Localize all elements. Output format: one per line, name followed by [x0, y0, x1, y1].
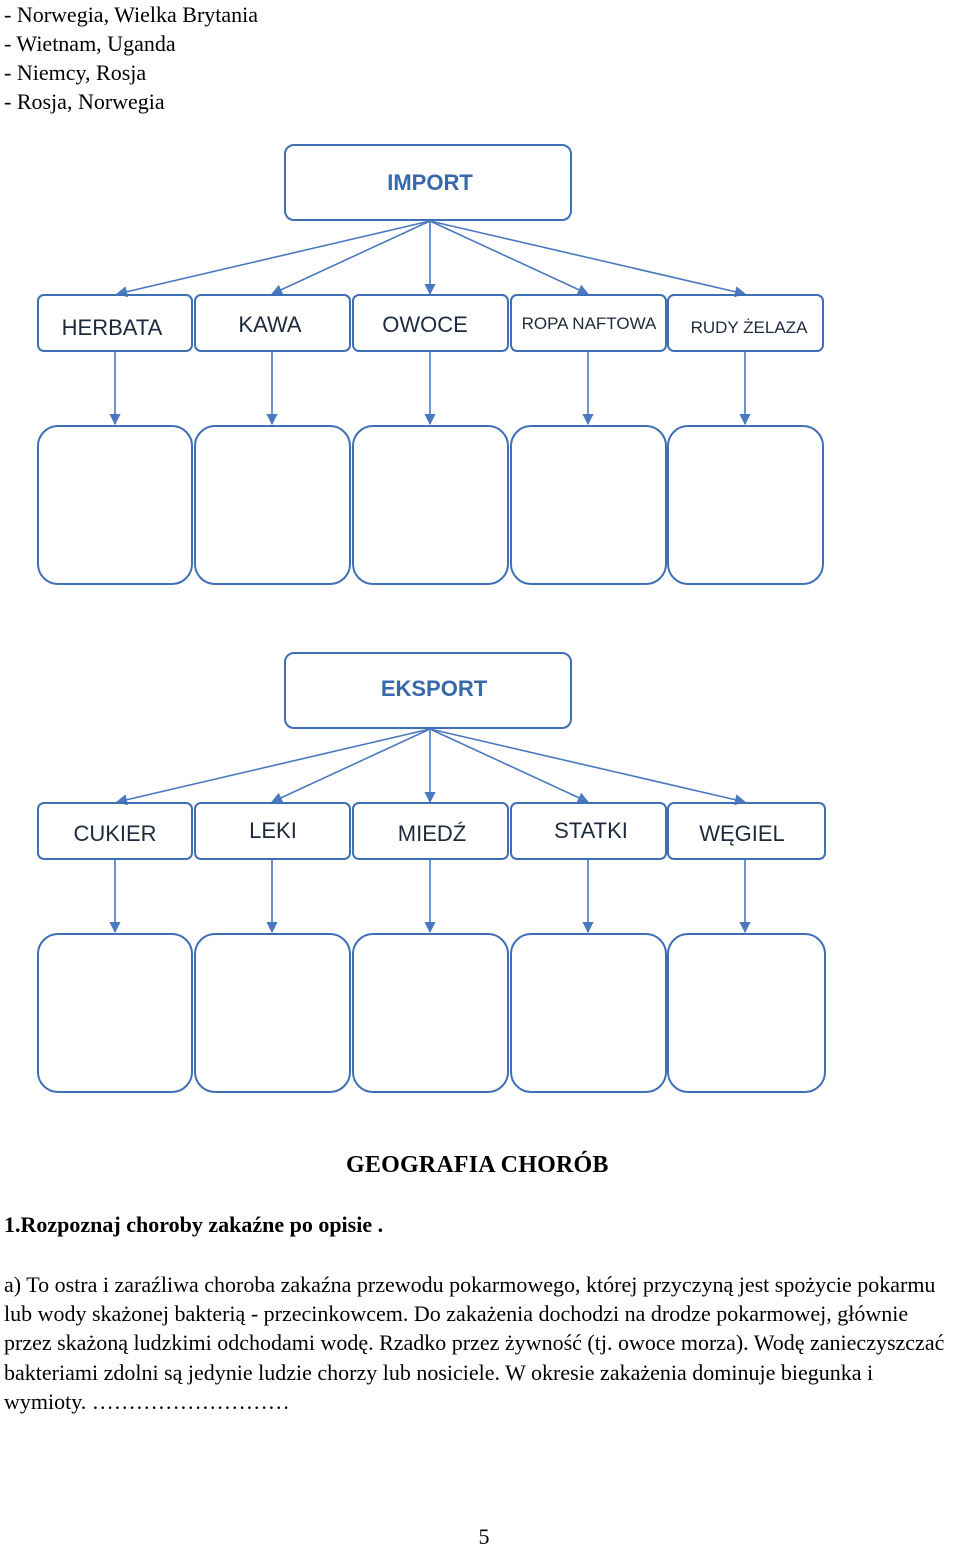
export-root-box [284, 652, 572, 729]
import-item-label: HERBATA [62, 315, 163, 340]
import-item-box [510, 294, 667, 352]
import-answer-box [510, 425, 667, 585]
trade-diagram: IMPORT HERBATA KAWA OWOCE ROPA NAFTOWA R… [37, 144, 826, 1093]
import-root-box [284, 144, 572, 221]
import-answer-box [194, 425, 351, 585]
export-tree [37, 652, 826, 1093]
country-pairs-list: - Norwegia, Wielka Brytania - Wietnam, U… [4, 0, 258, 116]
description-paragraph: a) To ostra i zaraźliwa choroba zakaźna … [4, 1272, 945, 1414]
arrow [429, 728, 747, 806]
arrow [429, 728, 590, 803]
import-item-box [667, 294, 824, 352]
arrow [270, 728, 431, 803]
import-item-box [352, 294, 509, 352]
export-item-box [352, 802, 509, 860]
export-item-label: STATKI [554, 818, 628, 843]
arrow [429, 220, 747, 298]
export-item-box [37, 802, 193, 860]
export-answer-box [667, 933, 826, 1093]
country-pair-item: - Rosja, Norwegia [4, 89, 165, 114]
export-item-box [194, 802, 351, 860]
page-number: 5 [478, 1524, 490, 1549]
import-item-label: RUDY ŻELAZA [691, 318, 808, 337]
import-item-label: OWOCE [382, 312, 468, 337]
export-root-label: EKSPORT [381, 676, 488, 701]
export-item-label: LEKI [249, 818, 297, 843]
import-root-label: IMPORT [387, 170, 473, 195]
import-arrows [109, 220, 751, 426]
arrow [115, 728, 431, 806]
arrow [429, 220, 590, 295]
import-item-box [37, 294, 193, 352]
export-item-box [667, 802, 826, 860]
import-item-box [194, 294, 351, 352]
export-item-label: MIEDŹ [398, 821, 466, 846]
export-item-label: WĘGIEL [699, 821, 785, 846]
export-answer-box [194, 933, 351, 1093]
import-tree [37, 144, 824, 585]
task-label: 1.Rozpoznaj choroby zakaźne po opisie . [4, 1212, 384, 1237]
country-pair-item: - Wietnam, Uganda [4, 31, 176, 56]
import-answer-box [37, 425, 193, 585]
section-heading: GEOGRAFIA CHORÓB [346, 1152, 609, 1178]
country-pair-item: - Norwegia, Wielka Brytania [4, 2, 259, 27]
country-pair-item: - Niemcy, Rosja [4, 60, 147, 85]
export-answer-box [37, 933, 193, 1093]
import-item-label: ROPA NAFTOWA [522, 314, 657, 333]
arrow [115, 220, 431, 298]
import-answer-box [667, 425, 824, 585]
import-item-label: KAWA [238, 312, 301, 337]
export-item-label: CUKIER [73, 821, 156, 846]
export-answer-box [352, 933, 509, 1093]
export-item-box [510, 802, 667, 860]
import-answer-box [352, 425, 509, 585]
arrow [270, 220, 431, 295]
export-arrows [109, 728, 751, 934]
export-answer-box [510, 933, 667, 1093]
